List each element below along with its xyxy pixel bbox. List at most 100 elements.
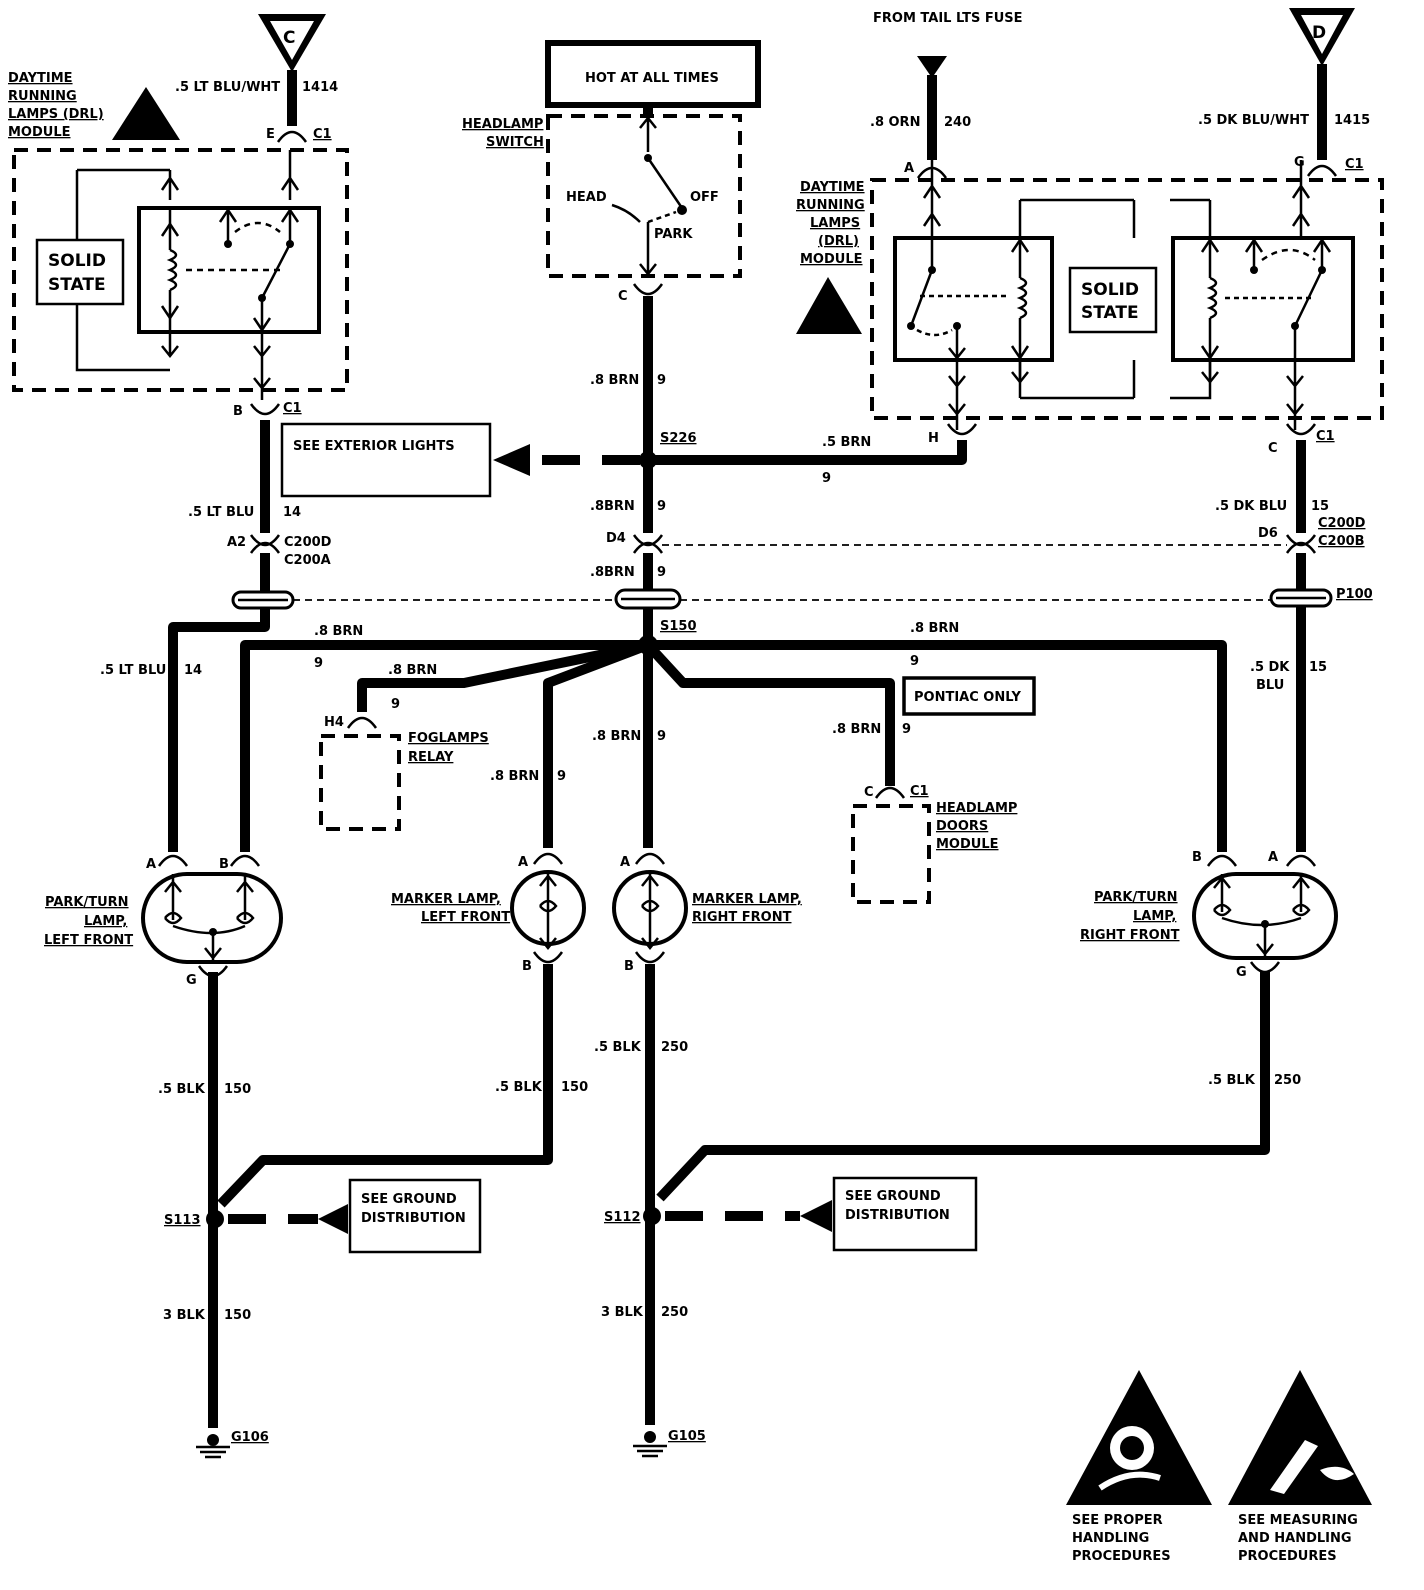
headlamp-doors-title-2: DOORS bbox=[936, 819, 988, 834]
drl-right-title-2: RUNNING bbox=[796, 198, 865, 213]
connector-c-label: C bbox=[283, 28, 295, 48]
right-brn-circuit: 9 bbox=[910, 654, 919, 669]
park-turn-lamp-left bbox=[141, 854, 283, 978]
marker-right-gnd-wire: .5 BLK bbox=[594, 1040, 642, 1055]
connector-d-label: D bbox=[1312, 23, 1326, 43]
left-c200d: C200D bbox=[284, 535, 332, 550]
splice-s112: S112 bbox=[604, 1210, 641, 1225]
park-left-title-3: LEFT FRONT bbox=[44, 933, 133, 948]
park-left-gnd-circuit: 150 bbox=[224, 1082, 251, 1097]
left-wire-2: .5 LT BLU bbox=[100, 663, 166, 678]
splice-s112-dot bbox=[643, 1207, 661, 1225]
pontiac-wire: .8 BRN bbox=[832, 722, 881, 737]
drl-right-title-4: (DRL) bbox=[818, 234, 859, 249]
marker-right-circuit: 9 bbox=[657, 729, 666, 744]
right-wire-2b: BLU bbox=[1256, 678, 1284, 693]
ground-right-wire: 3 BLK bbox=[601, 1305, 644, 1320]
see-ground-right-1: SEE GROUND bbox=[845, 1189, 941, 1204]
wires bbox=[168, 64, 1327, 1428]
foglamps-title-2: RELAY bbox=[408, 750, 454, 765]
pontiac-only-box bbox=[902, 676, 1036, 716]
ground-right-circuit: 250 bbox=[661, 1305, 688, 1320]
tail-fuse-arrow bbox=[917, 56, 947, 78]
drl-left-solid-state-1: SOLID bbox=[48, 251, 106, 271]
switch-head-label: HEAD bbox=[566, 190, 607, 205]
drl-right-conn-c1-bottom: C1 bbox=[1316, 429, 1335, 444]
c200-connectors bbox=[231, 534, 1333, 610]
center-circuit-3: 9 bbox=[657, 565, 666, 580]
park-left-pin-a: A bbox=[146, 857, 156, 872]
right-c200b: C200B bbox=[1318, 534, 1365, 549]
drl-right-pin-a: A bbox=[904, 161, 914, 176]
see-ground-right-2: DISTRIBUTION bbox=[845, 1208, 950, 1223]
right-wire-1: .5 DK BLU bbox=[1215, 499, 1287, 514]
drl-left-title-2: RUNNING bbox=[8, 89, 77, 104]
marker-left-title-2: LEFT FRONT bbox=[421, 910, 510, 925]
brn5-wire-label: .5 BRN bbox=[822, 435, 871, 450]
drl-right-title-3: LAMPS bbox=[810, 216, 860, 231]
splice-s113-dot bbox=[206, 1210, 224, 1228]
right-wire-2a: .5 DK bbox=[1250, 660, 1290, 675]
marker-left-gnd-circuit: 150 bbox=[561, 1080, 588, 1095]
center-wire-3: .8BRN bbox=[590, 565, 635, 580]
see-exterior-lights-label: SEE EXTERIOR LIGHTS bbox=[293, 439, 455, 454]
right-circuit-1: 15 bbox=[1311, 499, 1329, 514]
left-brn-circuit: 9 bbox=[314, 656, 323, 671]
ground-symbol-right bbox=[633, 1431, 667, 1458]
connector-pin-g-drl bbox=[1306, 164, 1338, 177]
foglamps-circuit: 9 bbox=[391, 697, 400, 712]
left-brn-wire: .8 BRN bbox=[314, 624, 363, 639]
drl-module-left: SOLID STATE bbox=[12, 87, 349, 400]
center-circuit-2: 9 bbox=[657, 499, 666, 514]
drl-left-conn-c1-top: C1 bbox=[313, 127, 332, 142]
drl-right-title-5: MODULE bbox=[800, 252, 863, 267]
park-right-title-1: PARK/TURN bbox=[1094, 890, 1178, 905]
marker-lamp-left bbox=[510, 852, 586, 964]
notes-measuring-2: AND HANDLING bbox=[1238, 1531, 1352, 1546]
drl-left-circuit-in: 1414 bbox=[302, 80, 338, 95]
esd-warning-icon bbox=[796, 277, 862, 334]
ground-left-wire: 3 BLK bbox=[163, 1308, 206, 1323]
notes-handling-3: PROCEDURES bbox=[1072, 1549, 1171, 1564]
drl-right-pin-g: G bbox=[1294, 155, 1305, 170]
proper-handling-icon bbox=[1066, 1370, 1212, 1505]
park-right-gnd-wire: .5 BLK bbox=[1208, 1073, 1256, 1088]
park-right-title-2: LAMP, bbox=[1133, 909, 1176, 924]
drl-right-pin-h: H bbox=[928, 431, 939, 446]
marker-left-title-1: MARKER LAMP, bbox=[391, 892, 501, 907]
foglamps-wire: .8 BRN bbox=[388, 663, 437, 678]
drl-right-circuit-in: 1415 bbox=[1334, 113, 1370, 128]
headlamp-doors-connector bbox=[874, 786, 906, 799]
headlamp-switch-title-1: HEADLAMP bbox=[462, 117, 543, 132]
drl-right-title-1: DAYTIME bbox=[800, 180, 865, 195]
marker-left-pin-a: A bbox=[518, 855, 528, 870]
left-wire-1: .5 LT BLU bbox=[188, 505, 254, 520]
p100-label: P100 bbox=[1336, 587, 1373, 602]
switch-park-label: PARK bbox=[654, 227, 693, 242]
center-wire-2: .8BRN bbox=[590, 499, 635, 514]
see-ground-left-2: DISTRIBUTION bbox=[361, 1211, 466, 1226]
foglamps-connector bbox=[346, 716, 378, 729]
ground-left-circuit: 150 bbox=[224, 1308, 251, 1323]
marker-right-title-2: RIGHT FRONT bbox=[692, 910, 792, 925]
headlamp-doors-title-1: HEADLAMP bbox=[936, 801, 1017, 816]
park-turn-lamp-right bbox=[1192, 854, 1338, 974]
pontiac-only-label: PONTIAC ONLY bbox=[914, 690, 1021, 705]
headlamp-doors-module-box bbox=[851, 804, 931, 904]
drl-left-pin-b: B bbox=[233, 404, 243, 419]
marker-right-wire: .8 BRN bbox=[592, 729, 641, 744]
marker-right-pin-b: B bbox=[624, 959, 634, 974]
connector-pin-c-drl bbox=[1285, 423, 1317, 436]
drl-left-pin-e: E bbox=[266, 127, 275, 142]
left-circuit-1: 14 bbox=[283, 505, 301, 520]
splice-s226-dot bbox=[639, 451, 657, 469]
splice-s150: S150 bbox=[660, 619, 697, 634]
drl-left-title-4: MODULE bbox=[8, 125, 71, 140]
pontiac-circuit: 9 bbox=[902, 722, 911, 737]
park-right-gnd-circuit: 250 bbox=[1274, 1073, 1301, 1088]
marker-lamp-right bbox=[612, 852, 688, 964]
headlamp-switch bbox=[546, 114, 742, 278]
brn5-circuit-label: 9 bbox=[822, 471, 831, 486]
marker-left-wire: .8 BRN bbox=[490, 769, 539, 784]
foglamps-pin-h4: H4 bbox=[324, 715, 344, 730]
